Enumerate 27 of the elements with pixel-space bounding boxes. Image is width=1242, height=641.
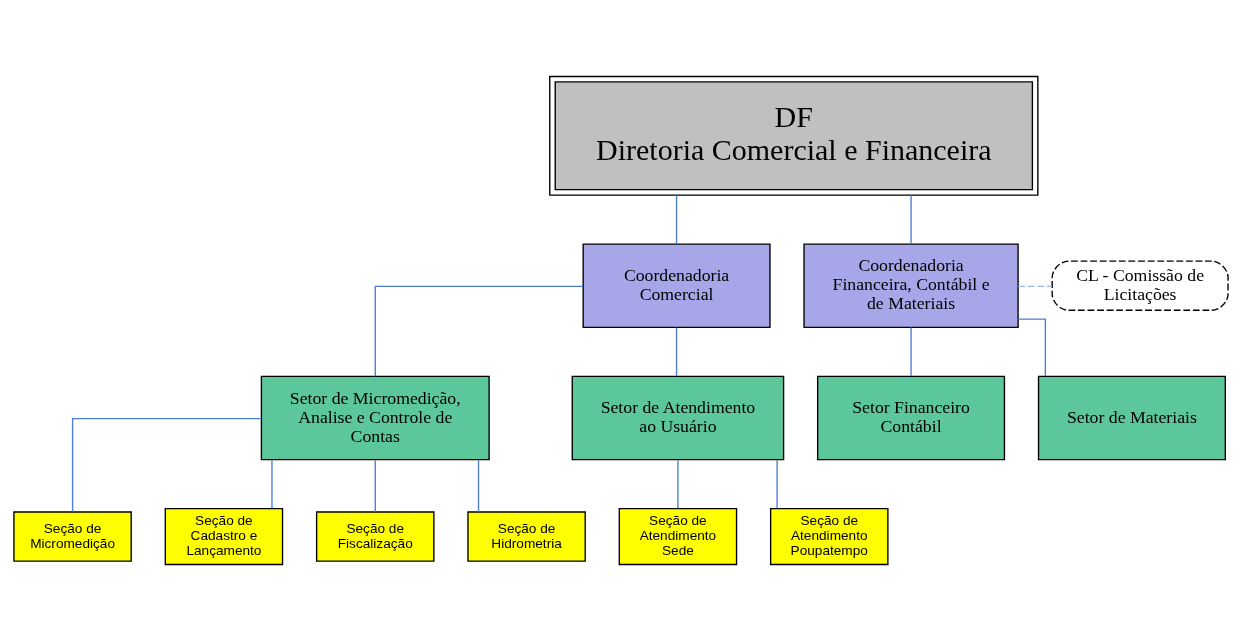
connector [1017,285,1053,288]
connector [910,194,912,245]
node-box: Seção de Hidrometria [467,511,586,562]
node-box: Seção de Micromedição [13,511,132,562]
connector [271,459,273,509]
node-box: Seção de Atendimento Poupatempo [769,507,889,566]
node-box: Seção de Cadastro e Lançamento [164,507,284,566]
node-box: DF Diretoria Comercial e Financeira [549,75,1039,196]
connector [71,418,262,513]
node-box: Setor Financeiro Contábil [817,375,1006,461]
connector [675,326,678,377]
connector [1017,318,1047,377]
connector [374,459,376,513]
node-box: Coordenadoria Financeira, Contábil e de Materiais [803,243,1019,328]
node-box: Seção de Fiscalização [315,511,435,562]
connector [374,285,584,378]
node-box: Seção de Atendimento Sede [618,507,738,566]
node-box: Coordenadoria Comercial [582,243,771,328]
node-box: Setor de Materiais [1037,375,1226,461]
connector [675,194,678,245]
connector [477,459,480,513]
node-box: Setor de Atendimento ao Usuário [571,375,785,461]
node-box: CL - Comissão de Licitações [1051,260,1229,311]
connector [776,459,778,509]
connector [677,459,679,509]
connector [910,326,912,377]
node-box: Setor de Micromedição, Analise e Controle de Contas [260,375,490,461]
